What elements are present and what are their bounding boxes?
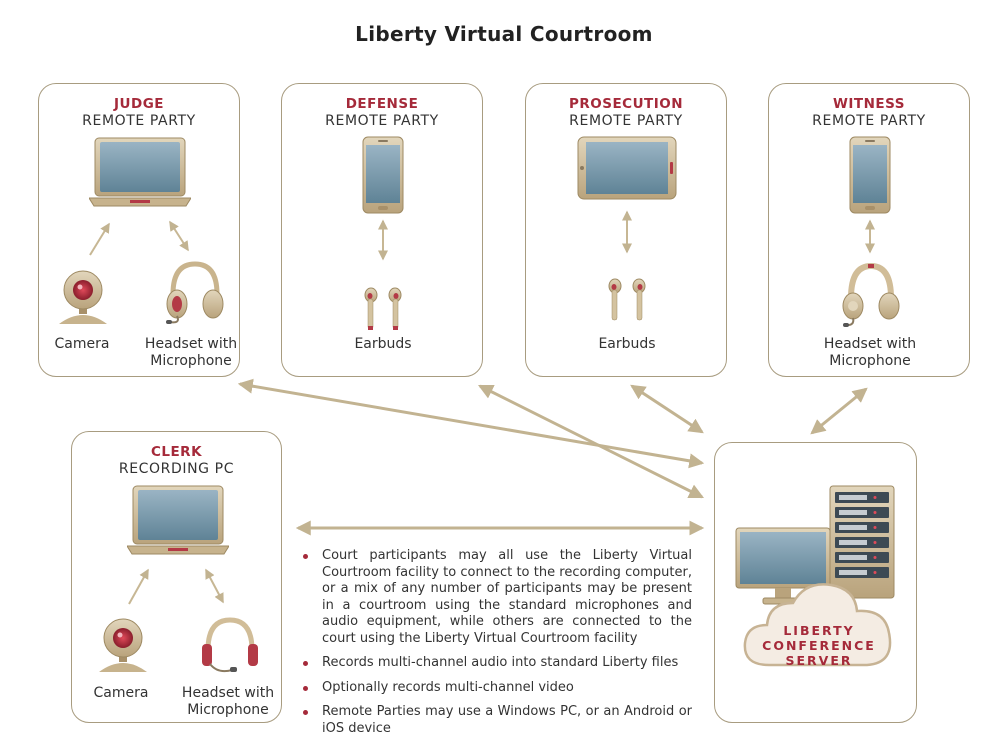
witness-panel: WITNESS REMOTE PARTY Headset with Microp… xyxy=(768,83,970,377)
smartphone-icon xyxy=(849,136,891,214)
clerk-headset-label-2: Microphone xyxy=(187,702,269,718)
server-label-line3: SERVER xyxy=(785,653,853,668)
defense-panel: DEFENSE REMOTE PARTY Earbuds xyxy=(281,83,483,377)
clerk-subtitle: RECORDING PC xyxy=(118,461,235,477)
feature-item: Optionally records multi-channel video xyxy=(300,680,692,697)
headset-icon xyxy=(166,261,224,324)
judge-role: JUDGE xyxy=(114,96,164,112)
judge-server-arrow xyxy=(237,378,705,469)
witness-headset-label-2: Microphone xyxy=(829,353,911,369)
earbuds-icon xyxy=(608,278,646,321)
prosecution-subtitle: REMOTE PARTY xyxy=(569,113,683,129)
feature-item: Remote Parties may use a Windows PC, or … xyxy=(300,704,692,737)
laptop-icon xyxy=(89,137,191,207)
judge-panel: JUDGE REMOTE PARTY Camera Headset with M… xyxy=(38,83,240,377)
clerk-panel: CLERK RECORDING PC Camera Headset with M… xyxy=(71,431,282,723)
clerk-role: CLERK xyxy=(150,444,203,460)
defense-role: DEFENSE xyxy=(345,96,419,112)
server-panel: LIBERTY CONFERENCE SERVER xyxy=(714,442,917,723)
defense-subtitle: REMOTE PARTY xyxy=(325,113,439,129)
laptop-icon xyxy=(127,485,229,555)
prosecution-panel: PROSECUTION REMOTE PARTY Earbuds xyxy=(525,83,727,377)
prosecution-server-arrow xyxy=(630,384,704,434)
judge-camera-arrow xyxy=(89,222,110,256)
judge-headset-arrow xyxy=(169,220,189,252)
defense-server-arrow xyxy=(477,384,705,499)
smartphone-icon xyxy=(362,136,404,214)
defense-earbuds-label: Earbuds xyxy=(354,336,412,352)
headset-icon xyxy=(202,617,258,673)
server-label-line2: CONFERENCE xyxy=(762,638,876,653)
prosecution-role: PROSECUTION xyxy=(568,96,684,112)
witness-headset-label-1: Headset with xyxy=(823,336,917,352)
clerk-camera-label: Camera xyxy=(93,685,149,701)
clerk-camera-arrow xyxy=(128,568,149,605)
diagram-title: Liberty Virtual Courtroom xyxy=(355,22,653,46)
feature-item: Records multi-channel audio into standar… xyxy=(300,655,692,672)
headset-icon xyxy=(842,262,900,327)
monitor-icon xyxy=(735,527,831,605)
judge-subtitle: REMOTE PARTY xyxy=(82,113,196,129)
camera-icon xyxy=(99,618,147,672)
judge-headset-label-1: Headset with xyxy=(144,336,238,352)
witness-server-arrow xyxy=(810,387,868,435)
clerk-headset-label-1: Headset with xyxy=(181,685,275,701)
judge-camera-label: Camera xyxy=(54,336,110,352)
judge-headset-label-2: Microphone xyxy=(150,353,232,369)
prosecution-earbuds-label: Earbuds xyxy=(598,336,656,352)
clerk-headset-arrow xyxy=(205,568,224,604)
feature-list: Court participants may all use the Liber… xyxy=(300,548,692,745)
feature-item: Court participants may all use the Liber… xyxy=(300,548,692,647)
server-rack-icon xyxy=(829,485,895,599)
cloud-icon xyxy=(743,583,892,667)
earbuds-icon xyxy=(364,287,402,330)
witness-subtitle: REMOTE PARTY xyxy=(812,113,926,129)
witness-role: WITNESS xyxy=(833,96,905,112)
camera-icon xyxy=(59,270,107,324)
tablet-icon xyxy=(577,136,677,200)
server-label-line1: LIBERTY xyxy=(783,623,855,638)
